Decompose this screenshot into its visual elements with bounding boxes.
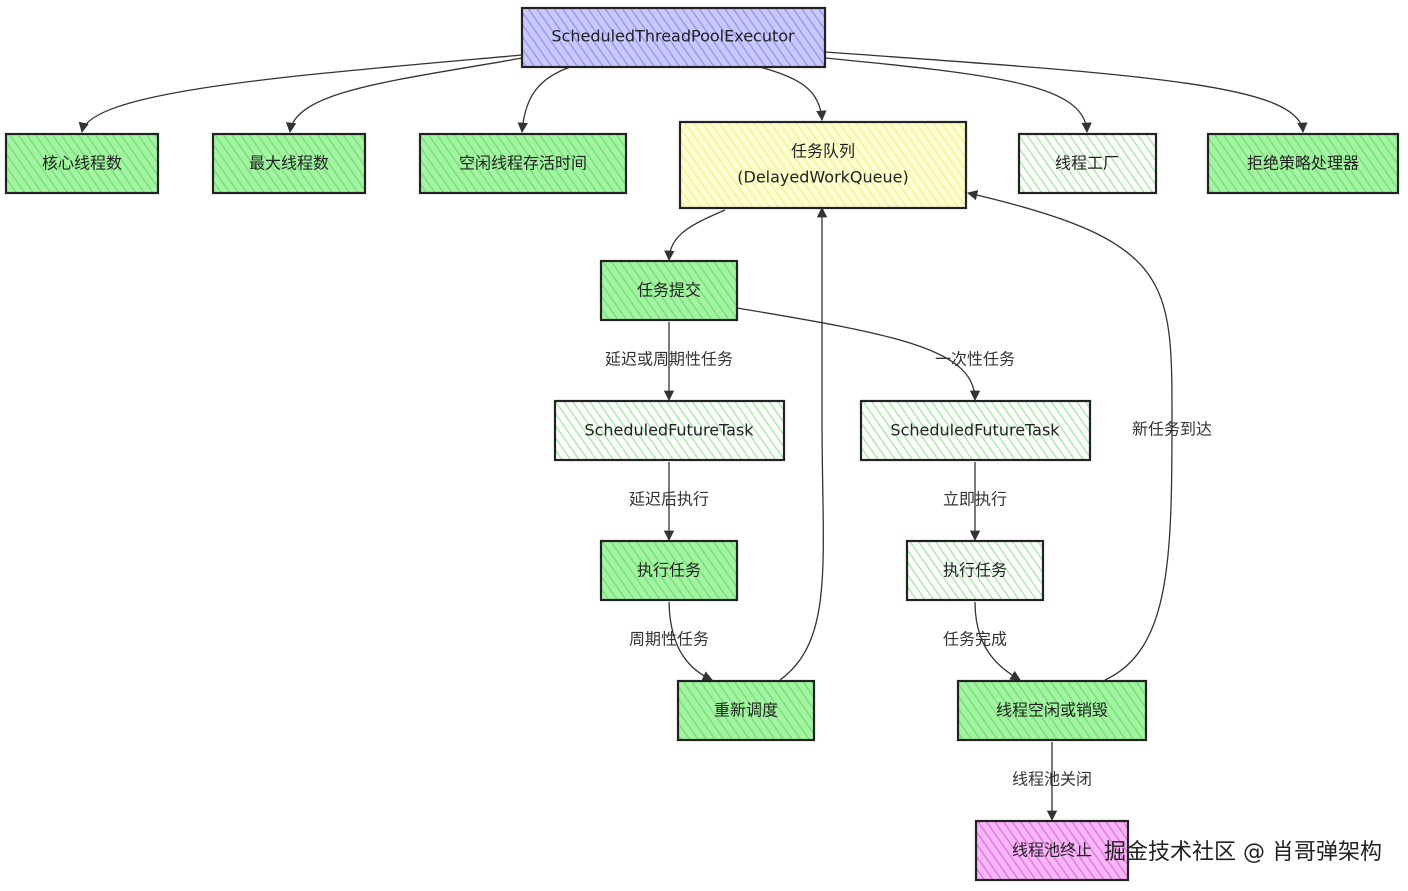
edge-label-one-time: 一次性任务 bbox=[935, 350, 1015, 369]
edge-executor-max bbox=[285, 57, 523, 134]
edge-submit-sft-once bbox=[736, 307, 981, 402]
core-threads-label: 核心线程数 bbox=[42, 154, 122, 173]
node-max-threads: 最大线程数 bbox=[211, 132, 367, 195]
thread-idle-label: 线程空闲或销毁 bbox=[996, 701, 1108, 720]
edge-queue-submit bbox=[664, 209, 726, 262]
edge-exec-idle bbox=[974, 601, 1021, 681]
edge-reschedule-queue bbox=[779, 206, 828, 681]
node-sft-delayed: ScheduledFutureTask bbox=[553, 399, 786, 462]
node-exec-right: 执行任务 bbox=[905, 539, 1045, 602]
node-task-queue: 任务队列 (DelayedWorkQueue) bbox=[678, 120, 968, 210]
exec-left-label: 执行任务 bbox=[637, 561, 701, 580]
edge-executor-queue bbox=[759, 66, 827, 122]
queue-label-line2: (DelayedWorkQueue) bbox=[737, 168, 908, 187]
node-thread-factory: 线程工厂 bbox=[1017, 132, 1158, 195]
node-thread-idle: 线程空闲或销毁 bbox=[956, 679, 1148, 742]
edge-executor-reject bbox=[824, 51, 1308, 134]
edge-executor-factory bbox=[824, 57, 1092, 134]
node-exec-left: 执行任务 bbox=[599, 539, 739, 602]
node-keep-alive: 空闲线程存活时间 bbox=[418, 132, 628, 195]
edge-label-pool-shutdown: 线程池关闭 bbox=[1012, 770, 1092, 789]
edge-exec-reschedule bbox=[668, 601, 713, 681]
edge-labels: 延迟或周期性任务 一次性任务 延迟后执行 立即执行 周期性任务 任务完成 新任务… bbox=[605, 350, 1212, 789]
node-executor: ScheduledThreadPoolExecutor bbox=[520, 6, 827, 69]
node-reschedule: 重新调度 bbox=[676, 679, 816, 742]
edge-label-run-now: 立即执行 bbox=[943, 490, 1007, 509]
node-reject-handler: 拒绝策略处理器 bbox=[1206, 132, 1400, 195]
thread-factory-label: 线程工厂 bbox=[1055, 154, 1119, 173]
sft-once-label: ScheduledFutureTask bbox=[890, 421, 1060, 440]
node-task-submit: 任务提交 bbox=[599, 259, 739, 322]
edge-executor-core bbox=[78, 54, 523, 134]
task-submit-label: 任务提交 bbox=[637, 281, 701, 300]
node-pool-terminated: 线程池终止 bbox=[974, 819, 1130, 882]
edge-label-periodic-task: 周期性任务 bbox=[629, 630, 709, 649]
sft-delayed-label: ScheduledFutureTask bbox=[584, 421, 754, 440]
watermark: 掘金技术社区 @ 肖哥弹架构 bbox=[1104, 840, 1382, 865]
edge-executor-keepalive bbox=[517, 66, 571, 134]
node-sft-once: ScheduledFutureTask bbox=[859, 399, 1092, 462]
reschedule-label: 重新调度 bbox=[714, 701, 778, 720]
keep-alive-label: 空闲线程存活时间 bbox=[459, 154, 587, 173]
queue-label-line1: 任务队列 bbox=[791, 142, 855, 161]
edge-idle-queue bbox=[966, 190, 1173, 681]
exec-right-label: 执行任务 bbox=[943, 561, 1007, 580]
edges bbox=[78, 51, 1308, 822]
node-core-threads: 核心线程数 bbox=[4, 132, 160, 195]
edge-label-task-done: 任务完成 bbox=[943, 630, 1007, 649]
reject-handler-label: 拒绝策略处理器 bbox=[1247, 154, 1359, 173]
pool-terminated-label: 线程池终止 bbox=[1012, 841, 1092, 860]
edge-label-delayed-or-periodic: 延迟或周期性任务 bbox=[605, 350, 733, 369]
edge-label-run-after-delay: 延迟后执行 bbox=[629, 490, 709, 509]
edge-label-new-task-arrives: 新任务到达 bbox=[1132, 420, 1212, 439]
executor-label: ScheduledThreadPoolExecutor bbox=[551, 27, 795, 46]
max-threads-label: 最大线程数 bbox=[249, 154, 329, 173]
